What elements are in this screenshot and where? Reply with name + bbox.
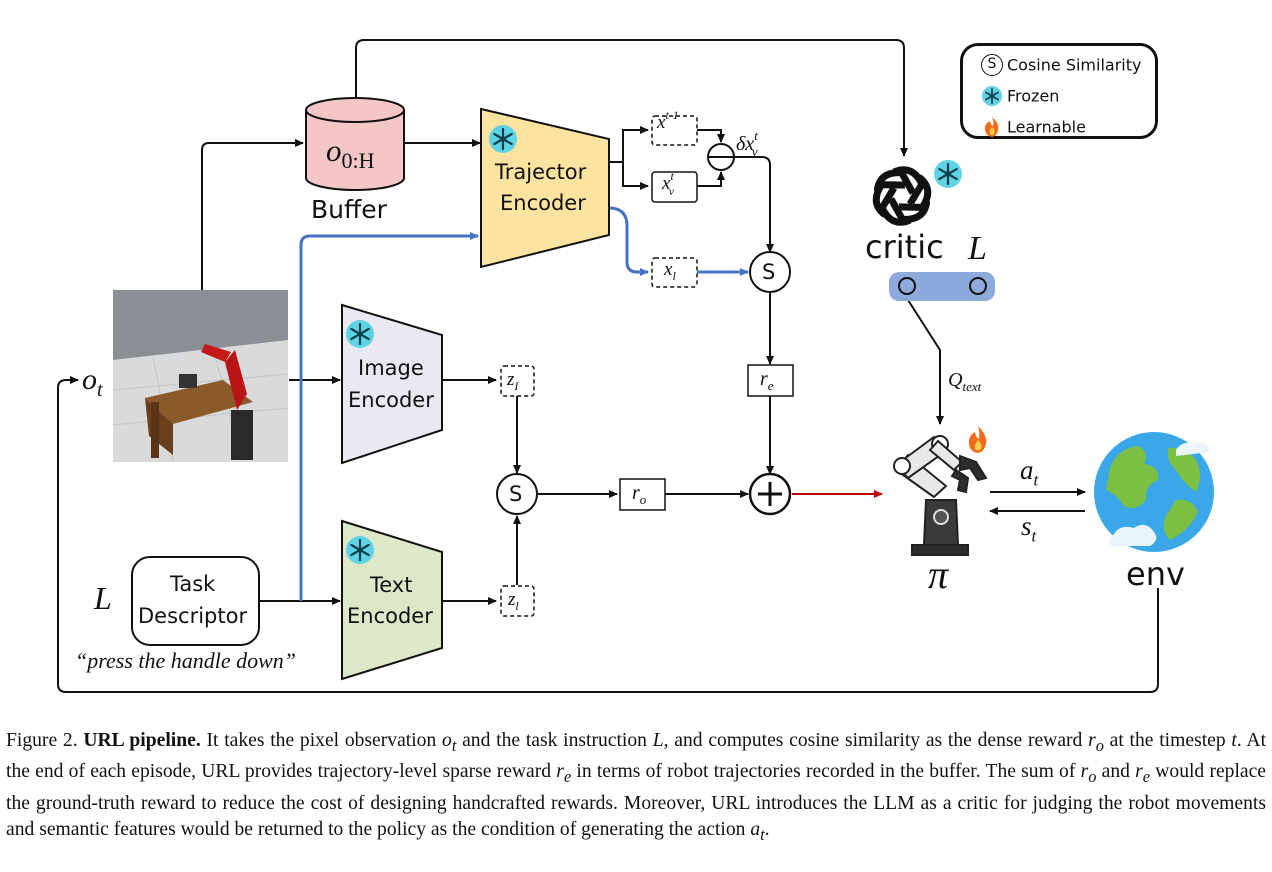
caption-math: re [556, 761, 572, 787]
xl-box [651, 257, 698, 288]
arrow-delta-to-s [734, 156, 774, 253]
observation-symbol: ot [82, 363, 103, 401]
figure-caption: Figure 2. URL pipeline. It takes the pix… [6, 728, 1266, 849]
arrow-buffer-to-critic [355, 39, 908, 157]
text-encoder-label-2: Encoder [347, 604, 433, 628]
ro-label: ro [632, 482, 647, 507]
cosine-similarity-icon: S [981, 54, 1003, 76]
zl-label: zl [508, 589, 519, 613]
caption-text: at the timestep [1103, 730, 1232, 751]
frozen-icon-traj [489, 125, 517, 153]
image-encoder-label-1: Image [358, 356, 424, 380]
legend-row-learnable: Learnable [981, 116, 1086, 138]
buffer-label: Buffer [311, 195, 387, 224]
caption-title: URL pipeline. [83, 730, 201, 751]
caption-math: ot [442, 730, 457, 755]
q-text-label: Qtext [948, 369, 982, 394]
caption-text: in terms of robot trajectories recorded … [571, 761, 1081, 783]
arrow-traj-to-xv [622, 162, 649, 190]
policy-symbol: π [928, 552, 949, 597]
caption-math: re [1135, 761, 1151, 787]
zi-label: zI [507, 369, 519, 393]
similarity-circle-traj [749, 251, 791, 293]
caption-text: . [764, 819, 770, 841]
critic-token-bar [889, 272, 995, 301]
re-box [747, 364, 794, 397]
critic-L-symbol: L [968, 230, 987, 267]
diagram-canvas [57, 39, 1214, 693]
caption-text: would replace the ground-truth reward to… [6, 761, 1266, 841]
caption-text: and [1096, 761, 1136, 783]
arrow-xvprev-to-minus [697, 129, 725, 143]
sum-circle [748, 472, 792, 516]
robot-observation-image [113, 290, 288, 462]
env-label: env [1126, 555, 1185, 593]
robot-arm-icon [893, 435, 988, 556]
blue-arrow-traj-to-xl [608, 206, 649, 276]
frozen-icon-image [346, 320, 374, 348]
llm-logo-icon [872, 166, 932, 226]
caption-text: . At the end of each episode, URL provid… [6, 730, 1267, 783]
flame-icon [981, 116, 1003, 138]
url-pipeline-diagram: o0:H Buffer Trajector Encoder Image Enco… [57, 39, 1214, 693]
task-descriptor-box [131, 556, 260, 646]
caption-math: ro [1080, 761, 1097, 787]
ro-box [619, 478, 666, 511]
xv-label: xtv [662, 169, 675, 198]
subtract-circle [707, 143, 735, 171]
legend-row-frozen: Frozen [981, 85, 1059, 107]
trajectory-encoder-label-1: Trajector [495, 160, 587, 184]
blue-arrow-task-to-traj [299, 232, 479, 601]
arrow-critic-to-policy [907, 299, 944, 425]
caption-text: and the task instruction [456, 730, 653, 751]
image-encoder-label-2: Encoder [348, 388, 434, 412]
xv-prev-label: xt-1 [657, 108, 679, 133]
re-label: re [760, 368, 774, 393]
text-encoder-label-1: Text [370, 573, 413, 597]
snowflake-icon [981, 85, 1003, 107]
xv-prev-box [651, 115, 698, 146]
arrow-env-to-obs [57, 376, 1159, 693]
task-L-symbol: L [94, 580, 112, 616]
xl-label: xl [664, 259, 676, 283]
caption-math: L [652, 730, 664, 751]
buffer-symbol: o0:H [326, 133, 375, 174]
xv-box [651, 171, 698, 203]
zl-box [500, 585, 535, 617]
caption-math: ro [1088, 730, 1104, 755]
caption-figure-number: Figure 2. [6, 730, 78, 751]
arrow-obs-to-buffer [201, 139, 304, 290]
caption-math: at [750, 819, 765, 845]
buffer-cylinder [305, 97, 405, 191]
arrow-xv-to-minus [697, 171, 725, 187]
action-label: at [1020, 455, 1039, 490]
task-example-text: “press the handle down” [75, 648, 297, 673]
earth-icon [1094, 432, 1214, 552]
arrow-traj-to-xvprev [609, 126, 649, 163]
zi-box [500, 365, 535, 397]
critic-label: critic [865, 228, 944, 266]
state-label: st [1021, 511, 1037, 546]
frozen-icon-text [346, 536, 374, 564]
similarity-circle-clip [496, 473, 538, 515]
caption-text: It takes the pixel observation [200, 730, 443, 751]
frozen-icon-critic [934, 160, 962, 188]
task-descriptor-label-1: Task [170, 572, 216, 596]
task-descriptor-label-2: Descriptor [138, 604, 248, 628]
learnable-flame-icon [968, 426, 987, 453]
caption-text: , and computes cosine similarity as the … [663, 730, 1089, 751]
similarity-symbol-traj: S [762, 260, 776, 284]
trajectory-encoder-label-2: Encoder [500, 191, 586, 215]
similarity-symbol-clip: S [509, 482, 523, 506]
delta-label: δxtv [736, 128, 758, 159]
caption-math: t [1231, 730, 1237, 751]
